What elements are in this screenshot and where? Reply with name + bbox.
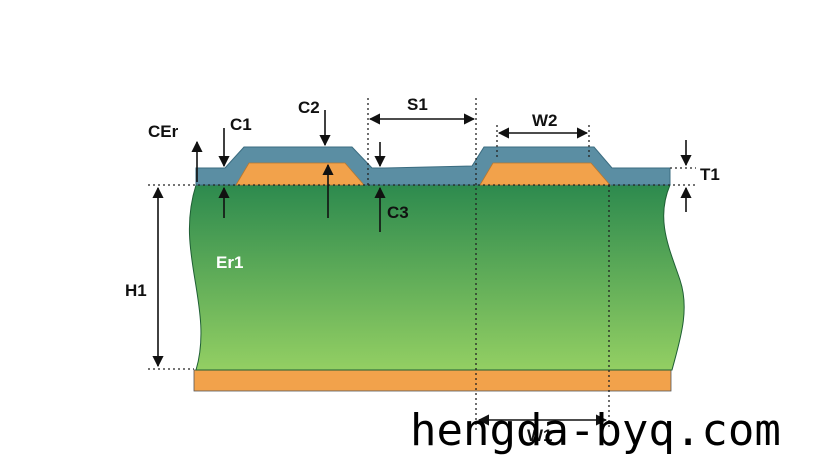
label-h1: H1 <box>125 281 147 300</box>
right-trace <box>479 162 611 186</box>
ground-plane <box>193 369 672 392</box>
label-c1: C1 <box>230 115 252 134</box>
label-w1: W1 <box>527 426 553 445</box>
label-c3: C3 <box>387 203 409 222</box>
label-w2: W2 <box>532 111 558 130</box>
label-cer: CEr <box>148 122 179 141</box>
label-s1: S1 <box>407 95 428 114</box>
label-t1: T1 <box>700 165 720 184</box>
watermark-text: hengda-byq.com <box>410 405 781 456</box>
dielectric-substrate <box>188 184 685 371</box>
label-c2: C2 <box>298 98 320 117</box>
left-trace <box>235 162 365 186</box>
label-er1: Er1 <box>216 253 243 272</box>
